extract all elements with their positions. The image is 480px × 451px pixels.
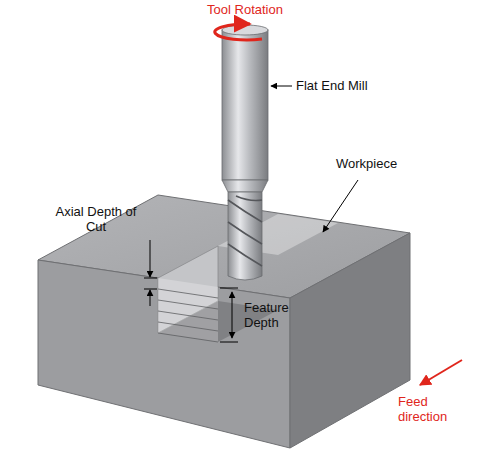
rotation-arrow	[215, 24, 262, 40]
flute-edge	[228, 200, 262, 222]
end-mill	[222, 25, 268, 280]
axial-depth-dimension	[144, 240, 157, 306]
extension-line	[220, 342, 238, 343]
direction-label: Feed direction	[398, 394, 468, 424]
dimension-label: Feature Depth	[244, 300, 300, 330]
pass-line	[158, 333, 218, 342]
workpiece-front	[38, 260, 290, 448]
rotation-label: Tool Rotation	[185, 2, 305, 17]
leader-line	[271, 86, 292, 87]
pass-line	[158, 289, 218, 298]
flute-edge	[228, 222, 262, 244]
depth-passes	[158, 289, 218, 342]
extension-line	[220, 288, 238, 289]
tool-neck	[222, 180, 268, 192]
flute-helix	[228, 196, 262, 266]
leader-line	[323, 180, 358, 232]
flute-edge	[228, 244, 262, 266]
tool-shank	[222, 30, 268, 180]
tool-flutes	[228, 192, 262, 280]
dimension-arrow	[150, 240, 151, 277]
pass-line	[158, 322, 218, 331]
part-label: Flat End Mill	[296, 78, 406, 93]
dimension-arrow	[150, 290, 151, 306]
feature-depth-dimension	[220, 288, 238, 342]
part-label: Workpiece	[336, 156, 436, 171]
extension-line	[144, 289, 157, 290]
pass-line	[158, 311, 218, 320]
slot-opening	[158, 278, 218, 342]
dimension-arrow	[232, 292, 233, 338]
feed-arrow	[420, 360, 462, 385]
pass-line	[158, 300, 218, 309]
flute-edge	[236, 196, 262, 201]
dimension-label: Axial Depth of Cut	[51, 204, 141, 234]
workpiece-side	[290, 233, 410, 448]
extension-line	[144, 278, 157, 279]
